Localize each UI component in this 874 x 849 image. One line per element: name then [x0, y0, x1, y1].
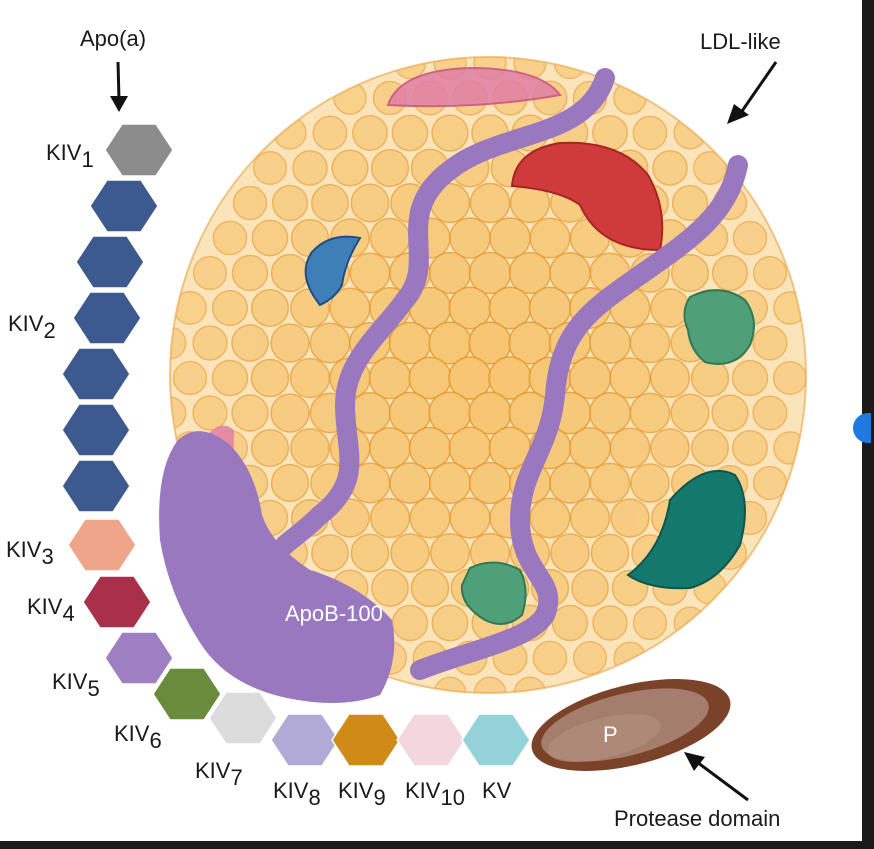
- kiv2-domain-5: [61, 403, 131, 457]
- kiv10-domain: [396, 713, 466, 767]
- kiv9-domain: [331, 713, 401, 767]
- protease-letter: P: [603, 722, 618, 747]
- kiv2-domain-3: [72, 291, 142, 345]
- kiv5-domain: [104, 631, 174, 685]
- kiv8-domain: [270, 713, 340, 767]
- teal-surface-protein: [626, 469, 746, 590]
- ldl-particle: ApoB-100: [159, 56, 807, 704]
- kiv8-label: KIV8: [273, 778, 321, 810]
- kiv2-domain-6: [61, 459, 131, 513]
- ldl-like-arrow-icon: [727, 61, 778, 124]
- apo-a-arrow-icon: [110, 61, 128, 112]
- pink-surface-protein: [386, 66, 562, 108]
- apo-a-label: Apo(a): [80, 26, 146, 51]
- kv-domain: [461, 713, 531, 767]
- kiv7-domain: [208, 691, 278, 745]
- side-panel-handle[interactable]: [853, 413, 871, 443]
- apob100-strand-right: [410, 155, 748, 680]
- kiv4-domain: [82, 575, 152, 629]
- ldl-like-label: LDL-like: [700, 29, 781, 54]
- kiv4-label: KIV4: [27, 594, 75, 626]
- kiv2-domain-1: [89, 179, 159, 233]
- kiv3-label: KIV3: [6, 537, 54, 569]
- apob100-label: ApoB-100: [285, 601, 383, 626]
- kiv9-label: KIV9: [338, 778, 386, 810]
- kiv1-domain: [104, 123, 174, 177]
- kiv1-label: KIV1: [46, 140, 94, 172]
- kv-label: KV: [482, 778, 512, 803]
- blue-surface-protein: [304, 235, 362, 307]
- kiv2-domain-2: [75, 235, 145, 289]
- green-surface-protein: [683, 289, 755, 365]
- apob100-strand-left: [275, 68, 615, 555]
- kiv3-domain: [67, 518, 137, 572]
- green-surface-protein-lower: [460, 561, 527, 625]
- kiv10-label: KIV10: [405, 778, 465, 810]
- protease-domain-label: Protease domain: [614, 806, 780, 831]
- protease-arrow-icon: [684, 752, 749, 802]
- kiv2-label: KIV2: [8, 311, 56, 343]
- window-frame-bottom: [0, 841, 874, 849]
- kiv6-domain: [152, 667, 222, 721]
- protease-domain: P: [531, 679, 731, 771]
- apob100-body: [159, 431, 395, 704]
- red-surface-protein: [510, 141, 664, 252]
- kiv2-domain-4: [61, 347, 131, 401]
- kiv6-label: KIV6: [114, 721, 162, 753]
- kiv7-label: KIV7: [195, 758, 243, 790]
- kiv5-label: KIV5: [52, 669, 100, 701]
